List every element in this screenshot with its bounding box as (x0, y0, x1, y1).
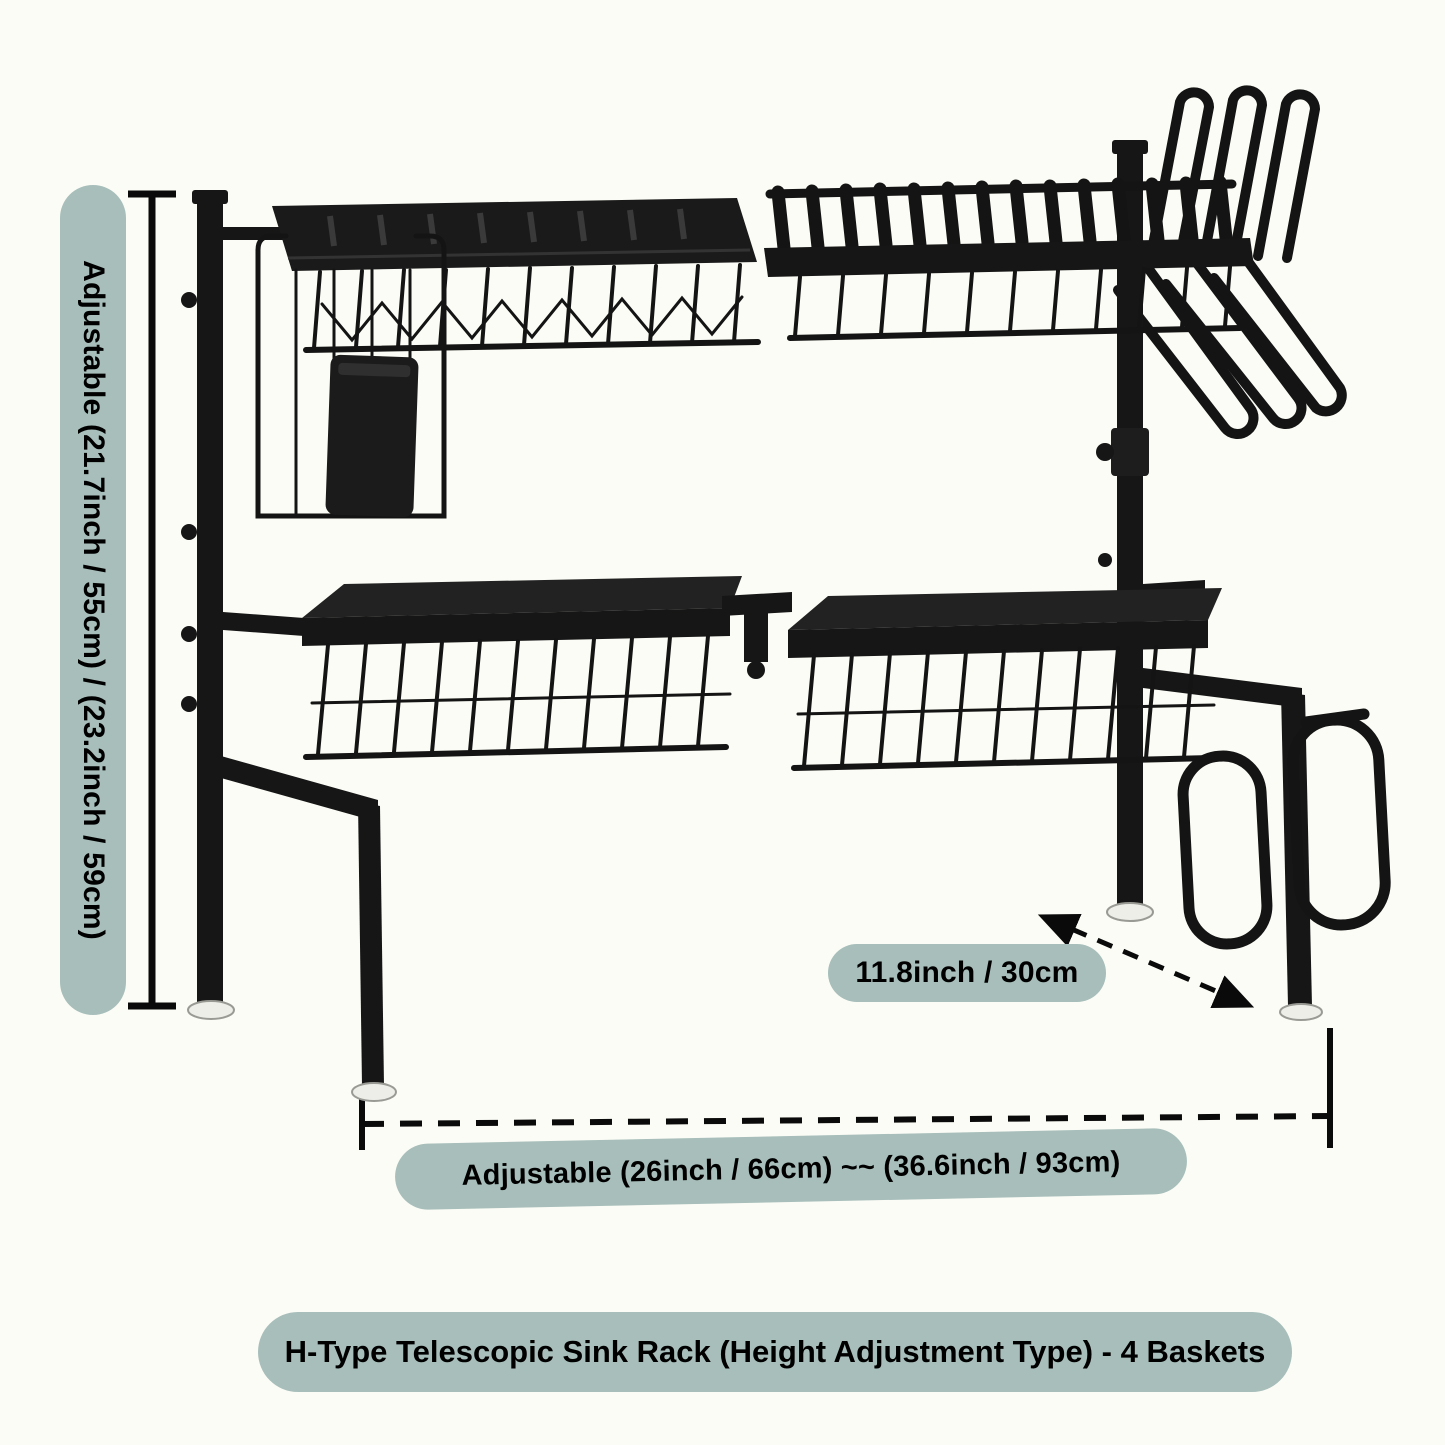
top-right-tray (764, 175, 1254, 341)
telescopic-connector (722, 592, 792, 679)
depth-dimension-label: 11.8inch / 30cm (828, 944, 1106, 1002)
product-title-text: H-Type Telescopic Sink Rack (Height Adju… (284, 1334, 1266, 1369)
bottom-left-basket (223, 576, 742, 760)
height-dimension-line (128, 190, 176, 1010)
height-dimension-label: Adjustable (21.7inch / 55cm) / (23.2inch… (60, 185, 126, 1015)
bottom-right-basket (788, 580, 1222, 771)
width-dimension-line (359, 1028, 1333, 1150)
utensil-holder (255, 233, 447, 519)
left-post (181, 190, 295, 1020)
side-hooks (1177, 708, 1391, 950)
right-post (1096, 140, 1154, 922)
plate-prongs-top (1147, 85, 1321, 263)
board-holder-prongs (1113, 251, 1347, 439)
height-dimension-text: Adjustable (21.7inch / 55cm) / (23.2inch… (77, 260, 110, 940)
knife-block (325, 354, 419, 518)
top-left-tray (272, 198, 761, 353)
width-dimension-text: Adjustable (26inch / 66cm) ~~ (36.6inch … (461, 1145, 1121, 1192)
depth-dimension-line (1037, 913, 1255, 1009)
depth-dimension-text: 11.8inch / 30cm (855, 956, 1079, 989)
product-title-banner: H-Type Telescopic Sink Rack (Height Adju… (258, 1312, 1292, 1392)
left-front-leg (221, 756, 397, 1102)
